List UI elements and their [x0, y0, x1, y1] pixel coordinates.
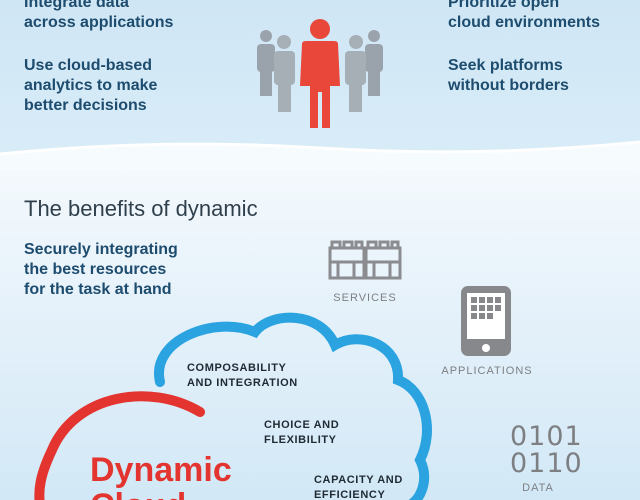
- feature-line: EFFICIENCY: [314, 489, 386, 500]
- cloud-analytics-text: Use cloud-based analytics to make better…: [24, 56, 157, 116]
- seek-platforms-text: Seek platforms without borders: [448, 56, 569, 96]
- prioritize-open-text: Prioritize open cloud environments: [448, 0, 600, 33]
- feature-capacity: CAPACITY AND EFFICIENCY: [314, 473, 403, 500]
- text-line: Securely integrating: [24, 241, 178, 258]
- cloud-graphic: [34, 312, 432, 500]
- title-line: Dynamic: [90, 451, 232, 489]
- binary-line: 0110: [510, 448, 583, 479]
- feature-composability: COMPOSABILITY AND INTEGRATION: [187, 361, 298, 391]
- feature-choice: CHOICE AND FLEXIBILITY: [264, 418, 339, 448]
- data-label: DATA: [522, 482, 554, 494]
- integrate-data-text: Integrate data across applications: [24, 0, 173, 33]
- applications-label: APPLICATIONS: [441, 365, 533, 377]
- services-icon: [328, 240, 402, 280]
- text-line: Use cloud-based: [24, 57, 153, 74]
- text-line: the best resources: [24, 261, 167, 278]
- text-line: cloud environments: [448, 14, 601, 31]
- text-line: analytics to make: [24, 77, 158, 94]
- title-line: Cloud: [90, 488, 232, 500]
- text-line: Prioritize open: [448, 0, 560, 11]
- text-line: Integrate data: [24, 0, 129, 11]
- feature-line: CHOICE AND: [264, 419, 340, 431]
- feature-line: CAPACITY AND: [314, 474, 403, 486]
- feature-line: FLEXIBILITY: [264, 434, 337, 446]
- services-label: SERVICES: [333, 292, 397, 304]
- feature-line: COMPOSABILITY: [187, 362, 287, 374]
- tablet-icon: [461, 286, 511, 356]
- text-line: without borders: [448, 77, 569, 94]
- dynamic-cloud-title: Dynamic Cloud: [90, 452, 232, 500]
- binary-line: 0101: [510, 421, 583, 452]
- text-line: for the task at hand: [24, 281, 172, 298]
- benefits-heading: The benefits of dynamic: [24, 196, 258, 221]
- people-group-icon: [257, 19, 383, 128]
- lower-background: [0, 170, 640, 500]
- text-line: better decisions: [24, 97, 147, 114]
- text-line: Seek platforms: [448, 57, 563, 74]
- text-line: across applications: [24, 14, 174, 31]
- benefits-subtitle: Securely integrating the best resources …: [24, 240, 224, 300]
- binary-data-icon: 0101 0110: [510, 423, 583, 477]
- feature-line: AND INTEGRATION: [187, 377, 298, 389]
